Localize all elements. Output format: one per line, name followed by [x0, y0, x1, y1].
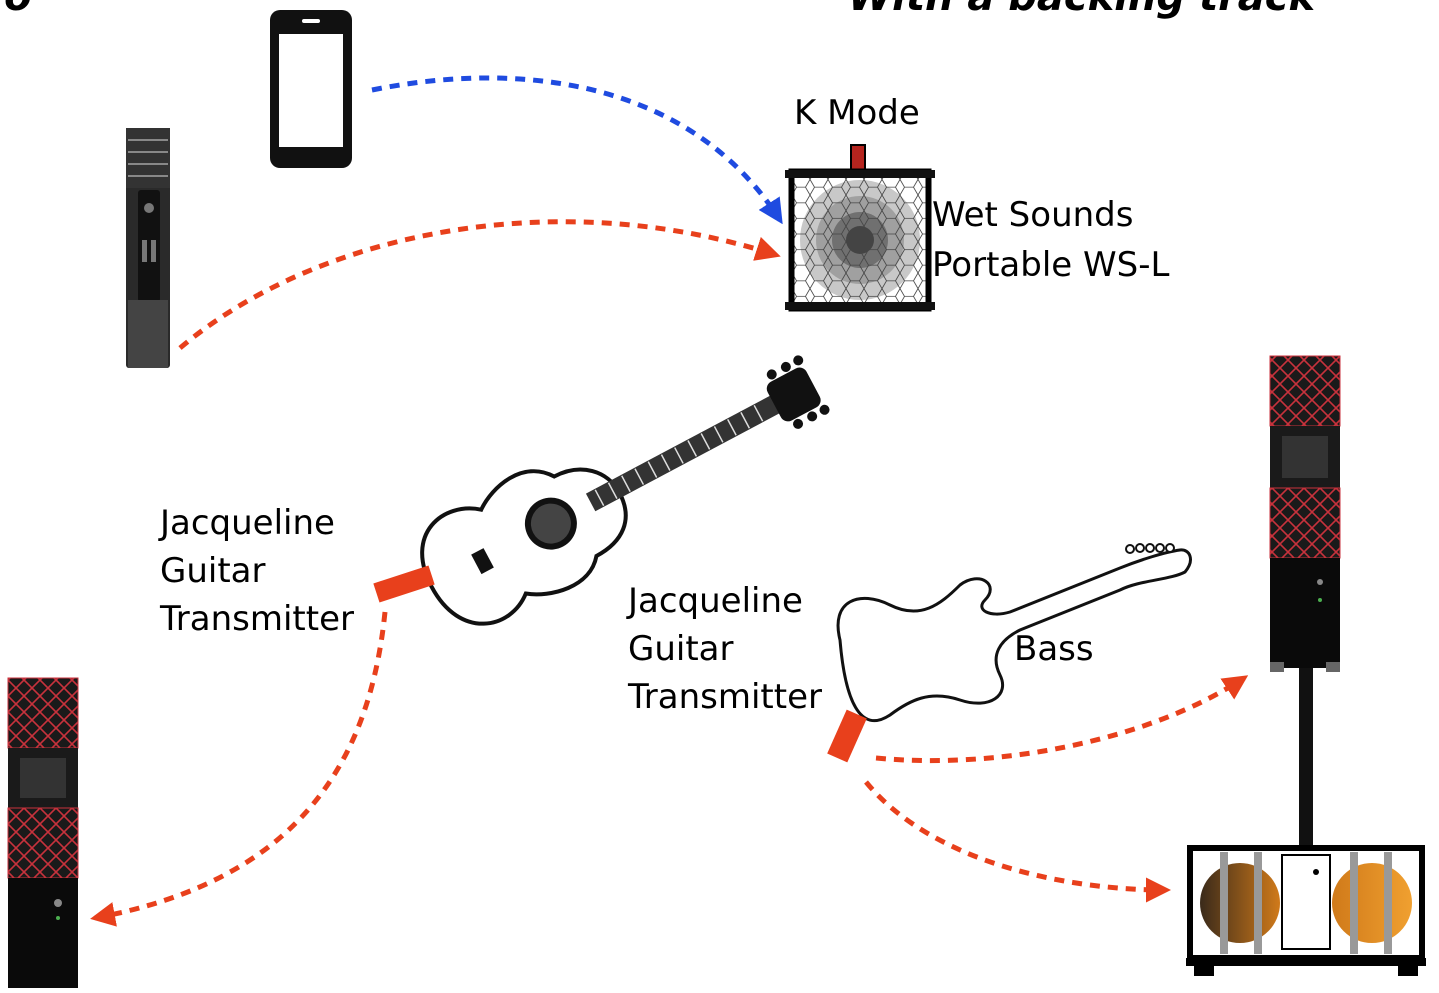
title-left-fragment: To — [0, 0, 32, 20]
transmitter-right-line1: Jacqueline — [626, 581, 803, 621]
portable-speaker-icon — [785, 144, 935, 312]
title-right: With a backing track — [848, 0, 1318, 20]
microphone-icon — [126, 128, 170, 368]
speaker-label-line2: Portable WS-L — [932, 245, 1169, 285]
transmitter-left-label: Jacqueline Guitar Transmitter — [158, 503, 354, 639]
guitar-transmitter-right — [827, 709, 867, 763]
wireless-arrow-mic-to-speaker — [178, 219, 781, 350]
bluetooth-arrow-phone-to-speaker — [371, 75, 783, 225]
bass-guitar-icon — [836, 543, 1192, 723]
wireless-arrow-bass-to-subwoofer — [864, 780, 1171, 903]
transmitter-left-line1: Jacqueline — [158, 503, 335, 543]
transmitter-right-line3: Transmitter — [627, 677, 822, 717]
guitar-transmitter-left — [373, 565, 435, 603]
phone-icon — [270, 10, 352, 168]
speaker-label-line1: Wet Sounds — [932, 195, 1133, 235]
wireless-arrow-acoustic-to-left-tower — [90, 611, 388, 927]
subwoofer-icon — [1186, 845, 1426, 976]
transmitter-right-label: Jacqueline Guitar Transmitter — [626, 581, 822, 717]
tower-speaker-right-icon — [1269, 355, 1341, 848]
acoustic-guitar-icon — [420, 355, 830, 626]
bass-label: Bass — [1014, 629, 1094, 669]
transmitter-right-line2: Guitar — [628, 629, 734, 669]
transmitter-left-line2: Guitar — [160, 551, 266, 591]
k-mode-label: K Mode — [794, 93, 920, 133]
transmitter-left-line3: Transmitter — [159, 599, 354, 639]
tower-speaker-left-icon — [7, 677, 79, 988]
